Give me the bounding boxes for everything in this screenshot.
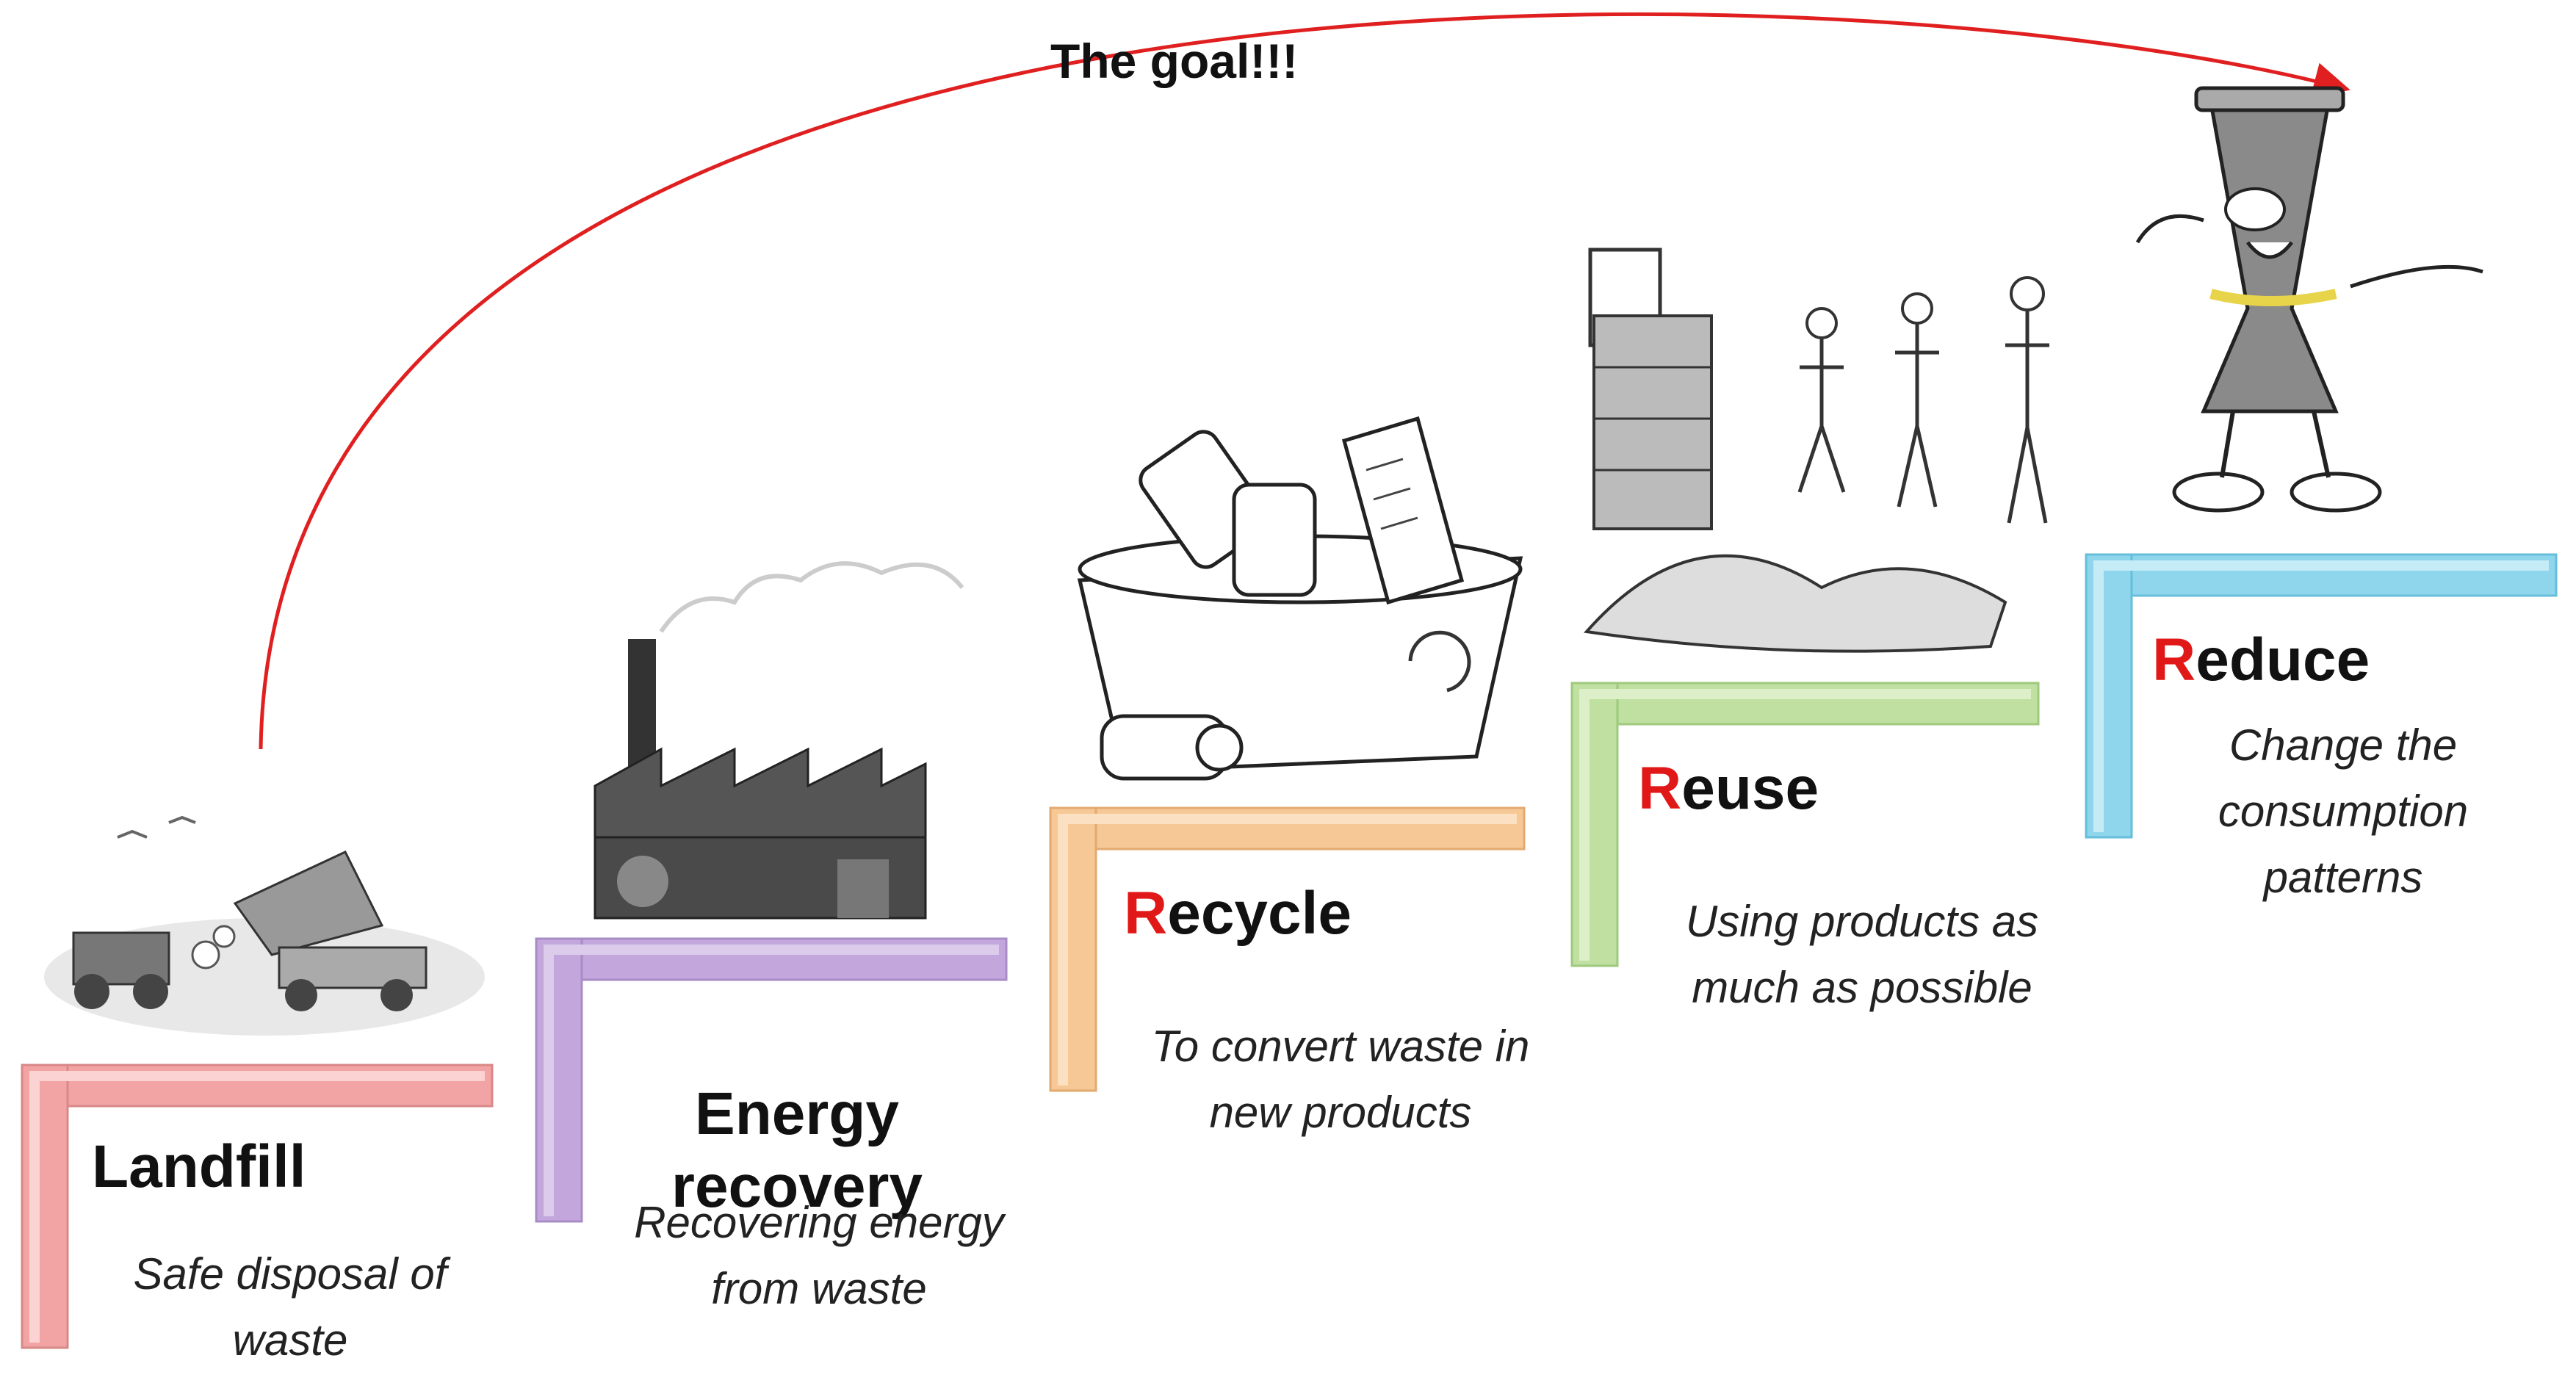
step-desc-recycle: To convert waste in new products: [1151, 1022, 1530, 1137]
step-bracket-energy-recovery: [535, 937, 1008, 1223]
step-bracket-reduce: [2085, 553, 2558, 839]
step-desc-energy-recovery: Recovering energy from waste: [634, 1198, 1004, 1313]
goal-label: The goal!!!: [1050, 34, 1299, 88]
reuse-illustration: [1584, 248, 2049, 653]
step-title-energy-recovery: Energy recovery: [671, 1080, 923, 1220]
recycle-bin-illustration: [1077, 416, 1523, 781]
step-bracket-reuse: [1570, 682, 2040, 967]
step-title-reuse: Reuse: [1638, 755, 1819, 822]
reduce-character-illustration: [2135, 86, 2483, 513]
step-bracket-recycle: [1049, 806, 1526, 1092]
landfill-illustration: [44, 815, 485, 1036]
step-bracket-landfill: [21, 1064, 494, 1349]
step-desc-reuse: Using products as much as possible: [1685, 897, 2039, 1012]
factory-illustration: [594, 561, 964, 920]
step-title-recycle: Recycle: [1124, 880, 1352, 947]
step-title-reduce: Reduce: [2152, 626, 2370, 693]
step-title-landfill: Landfill: [92, 1133, 306, 1200]
step-desc-reduce: Change the consumption patterns: [2218, 721, 2469, 902]
step-desc-landfill: Safe disposal of waste: [133, 1249, 447, 1365]
goal-arrow: [259, 12, 2350, 750]
